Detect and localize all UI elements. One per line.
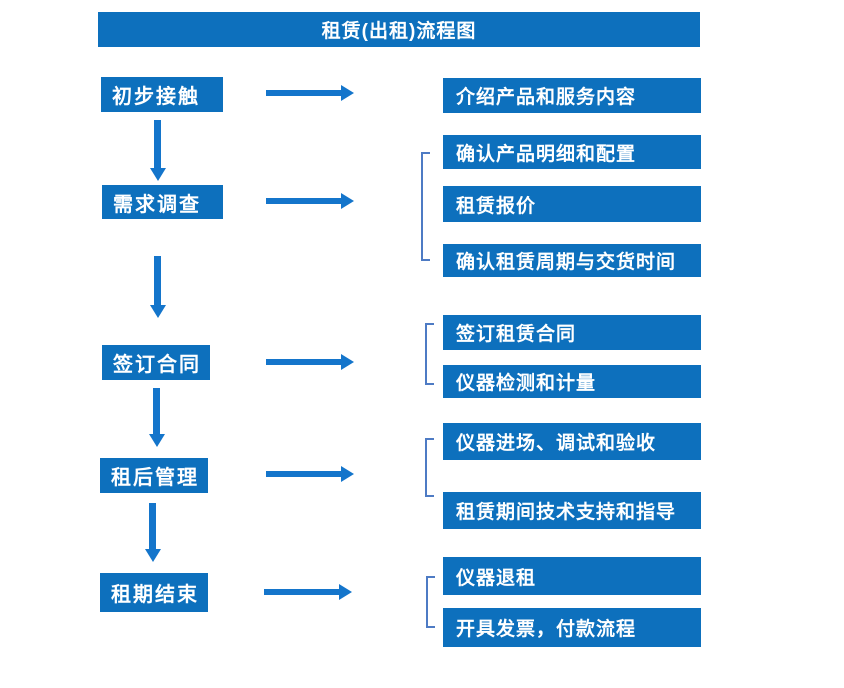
arrow-down-icon-1 (149, 120, 166, 181)
arrow-right-icon-2 (266, 193, 354, 209)
group-bracket-demand-survey (421, 152, 430, 261)
flowchart-title: 租赁(出租)流程图 (98, 12, 700, 47)
arrow-down-icon-4 (144, 503, 161, 562)
detail-box-technical-support: 租赁期间技术支持和指导 (443, 492, 701, 529)
arrow-down-icon-3 (148, 388, 165, 447)
detail-box-invoice-payment: 开具发票，付款流程 (443, 608, 701, 647)
step-box-rental-end: 租期结束 (100, 573, 208, 612)
arrow-right-icon-5 (264, 584, 352, 600)
detail-box-confirm-product-config: 确认产品明细和配置 (443, 135, 701, 169)
detail-box-confirm-rental-period: 确认租赁周期与交货时间 (443, 244, 701, 277)
detail-box-instrument-setup-acceptance: 仪器进场、调试和验收 (443, 423, 701, 460)
arrow-right-icon-3 (266, 354, 354, 370)
step-box-post-rental-management: 租后管理 (100, 458, 208, 493)
detail-box-introduce-products: 介绍产品和服务内容 (443, 78, 701, 113)
group-bracket-rental-end (426, 576, 435, 628)
detail-box-instrument-return: 仪器退租 (443, 557, 701, 595)
detail-box-rental-quote: 租赁报价 (443, 186, 701, 222)
detail-box-instrument-inspection: 仪器检测和计量 (443, 365, 701, 398)
arrow-right-icon-1 (266, 85, 354, 101)
arrow-right-icon-4 (266, 466, 354, 482)
arrow-down-icon-2 (149, 256, 166, 318)
detail-box-sign-rental-contract: 签订租赁合同 (443, 315, 701, 350)
group-bracket-post-rental (425, 438, 434, 497)
step-box-demand-survey: 需求调查 (102, 185, 223, 219)
step-box-initial-contact: 初步接触 (101, 77, 223, 112)
step-box-sign-contract: 签订合同 (102, 345, 210, 380)
group-bracket-sign-contract (425, 323, 434, 385)
